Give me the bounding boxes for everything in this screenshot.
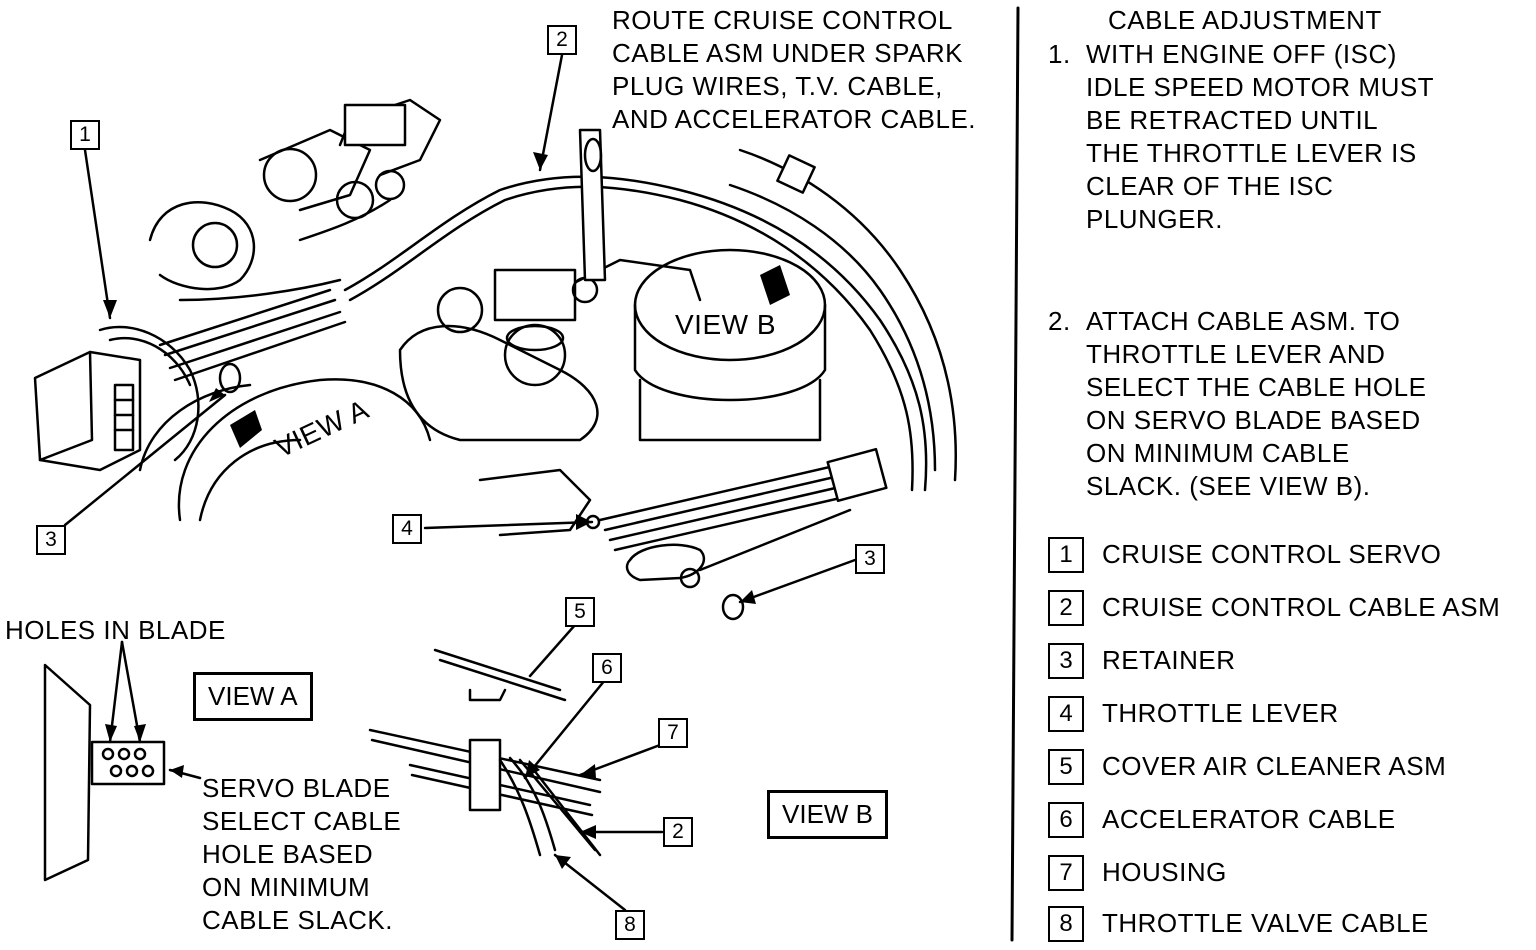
view-b-box: VIEW B bbox=[767, 790, 889, 839]
route-note-line: ROUTE CRUISE CONTROL bbox=[612, 5, 953, 35]
step-line: IDLE SPEED MOTOR MUST bbox=[1086, 72, 1435, 102]
route-note-line: PLUG WIRES, T.V. CABLE, bbox=[612, 71, 943, 101]
step-number: 2. bbox=[1048, 306, 1071, 336]
air-cleaner-housing bbox=[138, 378, 432, 522]
callout-1: 1 bbox=[70, 120, 100, 150]
servo-blade-note-line: HOLE BASED bbox=[202, 839, 374, 869]
legend-label: ACCELERATOR CABLE bbox=[1102, 804, 1396, 834]
step-line: ATTACH CABLE ASM. TO bbox=[1086, 306, 1401, 336]
servo-blade-note-line: CABLE SLACK. bbox=[202, 905, 393, 935]
step-line: ON MINIMUM CABLE bbox=[1086, 438, 1350, 468]
legend-label: COVER AIR CLEANER ASM bbox=[1102, 751, 1447, 781]
callout-7: 7 bbox=[658, 718, 688, 748]
view-b-bracket-detail bbox=[368, 648, 602, 857]
divider-line bbox=[1010, 6, 1020, 942]
legend-label: THROTTLE LEVER bbox=[1102, 698, 1339, 728]
servo-blade-note-line: SELECT CABLE bbox=[202, 806, 402, 836]
route-note-line: AND ACCELERATOR CABLE. bbox=[612, 104, 977, 134]
legend-number: 3 bbox=[1048, 643, 1084, 679]
legend-number: 2 bbox=[1048, 590, 1084, 626]
route-note: ROUTE CRUISE CONTROL CABLE ASM UNDER SPA… bbox=[612, 4, 976, 136]
step-line: WITH ENGINE OFF (ISC) bbox=[1086, 39, 1397, 69]
legend-number: 6 bbox=[1048, 802, 1084, 838]
callout-3-right: 3 bbox=[855, 544, 885, 574]
callout-6: 6 bbox=[592, 653, 622, 683]
step-line: SELECT THE CABLE HOLE bbox=[1086, 372, 1427, 402]
throttle-body bbox=[398, 128, 827, 442]
legend-number: 4 bbox=[1048, 696, 1084, 732]
legend-label: RETAINER bbox=[1102, 645, 1236, 675]
step-number: 1. bbox=[1048, 39, 1071, 69]
step-line: SLACK. (SEE VIEW B). bbox=[1086, 471, 1371, 501]
callout-3-left: 3 bbox=[36, 525, 66, 555]
route-note-line: CABLE ASM UNDER SPARK bbox=[612, 38, 964, 68]
step-line: THE THROTTLE LEVER IS bbox=[1086, 138, 1417, 168]
legend-number: 8 bbox=[1048, 906, 1084, 942]
step-line: BE RETRACTED UNTIL bbox=[1086, 105, 1379, 135]
view-a-blade-detail bbox=[43, 663, 166, 882]
cruise-servo bbox=[33, 288, 347, 472]
view-markers bbox=[230, 265, 790, 448]
legend-label: THROTTLE VALVE CABLE bbox=[1102, 908, 1429, 938]
cruise-cable-route bbox=[343, 148, 957, 492]
leader-arrows bbox=[63, 53, 857, 912]
callout-2-top: 2 bbox=[547, 25, 577, 55]
legend-label: HOUSING bbox=[1102, 857, 1227, 887]
upper-components bbox=[148, 98, 442, 302]
view-a-box: VIEW A bbox=[193, 672, 313, 721]
callout-8: 8 bbox=[615, 910, 645, 940]
legend-label: CRUISE CONTROL CABLE ASM bbox=[1102, 592, 1501, 622]
view-b-drawing-label: VIEW B bbox=[675, 309, 777, 340]
callout-5: 5 bbox=[565, 597, 595, 627]
adjustment-title: CABLE ADJUSTMENT bbox=[1108, 5, 1382, 35]
servo-blade-note-line: ON MINIMUM bbox=[202, 872, 371, 902]
throttle-linkage bbox=[478, 447, 888, 621]
legend-number: 7 bbox=[1048, 855, 1084, 891]
legend-label: CRUISE CONTROL SERVO bbox=[1102, 539, 1442, 569]
step-line: THROTTLE LEVER AND bbox=[1086, 339, 1386, 369]
step-line: ON SERVO BLADE BASED bbox=[1086, 405, 1421, 435]
step-line: CLEAR OF THE ISC bbox=[1086, 171, 1334, 201]
step-line: PLUNGER. bbox=[1086, 204, 1223, 234]
legend-number: 5 bbox=[1048, 749, 1084, 785]
holes-in-blade-label: HOLES IN BLADE bbox=[5, 615, 226, 645]
servo-blade-note: SERVO BLADE SELECT CABLE HOLE BASED ON M… bbox=[202, 772, 401, 937]
servo-blade-note-line: SERVO BLADE bbox=[202, 773, 391, 803]
callout-4: 4 bbox=[392, 514, 422, 544]
legend-number: 1 bbox=[1048, 537, 1084, 573]
arrowheads bbox=[103, 152, 756, 869]
callout-2-view-b: 2 bbox=[663, 817, 693, 847]
